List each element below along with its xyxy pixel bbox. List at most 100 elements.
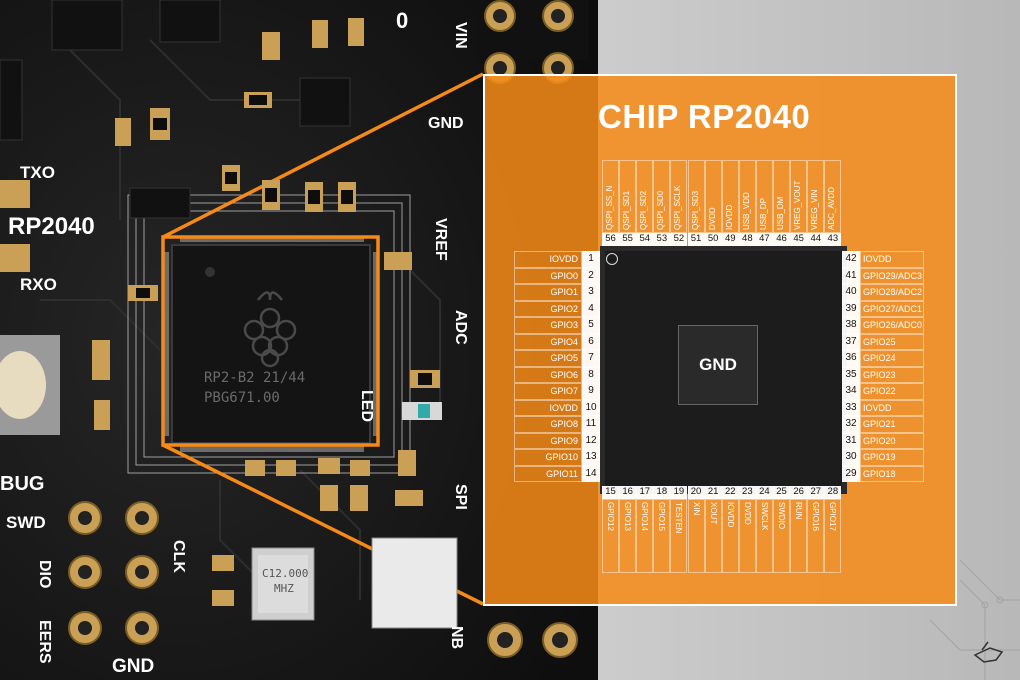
pin-number-right: 40: [845, 286, 857, 297]
pin-num-cell-left: [582, 251, 600, 268]
pin-cell-right: [860, 416, 924, 433]
pin-cell-left: [514, 317, 582, 334]
pin-name-left: GPIO10: [545, 452, 578, 462]
chip-marking-line2: PBG671.00: [204, 390, 280, 406]
pin-cell-left: [514, 284, 582, 301]
pin-name-left: GPIO3: [550, 320, 578, 330]
pin-num-cell-left: [582, 300, 600, 317]
pin-name-left: GPIO0: [550, 270, 578, 281]
pin-cell-right: [860, 399, 924, 416]
pin-cell-top: [704, 160, 722, 233]
board-label-rp2040: RP2040: [8, 213, 95, 240]
pin-name-top: ADC_AVDD: [827, 187, 837, 230]
pin-cell-right: [860, 333, 924, 350]
pin-name-right: GPIO27/ADC1: [863, 303, 923, 314]
pin-number-bottom: 18: [656, 486, 668, 497]
pin-cell-bottom: [653, 499, 671, 573]
pin-num-cell-left: [582, 383, 600, 400]
pin-name-bottom: RUN: [794, 502, 804, 520]
pin-cell-top: [619, 160, 637, 233]
pin-number-left: 6: [588, 335, 594, 347]
pin-cell-left: [514, 416, 582, 433]
pin-number-left: 2: [588, 269, 594, 281]
pin-number-top: 47: [759, 233, 770, 244]
pin-name-bottom: XIN: [691, 502, 701, 516]
pin-name-right: GPIO24: [863, 353, 896, 363]
pin-name-left: GPIO11: [546, 468, 578, 479]
pin-num-cell-top: [704, 233, 722, 246]
pin-num-cell-top: [790, 233, 808, 246]
pin-cell-bottom: [619, 499, 637, 573]
pin-number-right: 36: [845, 352, 857, 363]
pin-number-top: 53: [656, 233, 668, 244]
pin-name-left: GPIO7: [550, 386, 578, 396]
pin-name-left: GPIO1: [550, 287, 578, 297]
pin-number-bottom: 22: [724, 486, 736, 497]
pin-number-bottom: 27: [810, 486, 822, 497]
pin-name-bottom: TESTEN: [674, 502, 684, 534]
pin-num-cell-bottom: [602, 486, 620, 499]
pin-num-cell-right: [842, 251, 860, 268]
board-label-adc: ADC: [452, 310, 469, 345]
pin-number-top: 54: [639, 233, 651, 244]
pin-cell-right: [860, 432, 924, 449]
pin-name-left: IOVDD: [549, 254, 578, 264]
pin-name-top: USB_DP: [758, 197, 768, 230]
pin-cell-bottom: [687, 499, 705, 573]
board-label-vref: VREF: [432, 218, 449, 261]
pin-num-cell-top: [807, 233, 825, 246]
crystal-marking-line1: C12.000: [262, 567, 308, 580]
pin-cell-right: [860, 267, 924, 284]
board-chip: [163, 236, 379, 452]
pin-num-cell-top: [619, 233, 637, 246]
pin-cell-top: [670, 160, 688, 233]
pin-cell-left: [514, 251, 582, 268]
pin-cell-right: [860, 465, 924, 482]
pin-num-cell-bottom: [755, 486, 773, 499]
board-label-spi: SPI: [452, 484, 469, 510]
pin-number-right: 33: [845, 401, 857, 413]
ground-pad-label: GND: [699, 355, 737, 374]
pin-num-cell-top: [755, 233, 773, 246]
pin-name-bottom: SWCLK: [759, 502, 769, 531]
pin-name-right: GPIO25: [863, 336, 896, 347]
pinout-title: CHIP RP2040: [598, 98, 811, 135]
pin-num-cell-bottom: [619, 486, 637, 499]
pin-number-left: 7: [588, 352, 594, 363]
pin-num-cell-right: [842, 267, 860, 284]
pin-name-bottom: DVDD: [742, 502, 752, 525]
pin-name-top: VREG_VOUT: [793, 180, 803, 230]
chip-marking-line1: RP2-B2 21/44: [204, 370, 305, 386]
pin-num-cell-left: [582, 399, 600, 416]
pin-cell-right: [860, 284, 924, 301]
pin-cell-left: [514, 383, 582, 400]
pin-num-cell-bottom: [687, 486, 705, 499]
pin-num-cell-bottom: [721, 486, 739, 499]
pin-name-left: GPIO6: [550, 369, 578, 380]
pin-number-bottom: 21: [707, 486, 719, 497]
pin-name-left: GPIO8: [550, 419, 578, 429]
pin-number-top: 52: [673, 233, 685, 244]
pin-number-right: 41: [845, 269, 857, 281]
pin-name-bottom: GPIO17: [828, 502, 838, 531]
pin-number-bottom: 28: [827, 486, 839, 497]
pin-number-left: 14: [585, 467, 597, 479]
pin-num-cell-right: [842, 300, 860, 317]
pin-number-right: 39: [845, 302, 857, 314]
pin-cell-bottom: [738, 499, 756, 573]
pin-cell-left: [514, 432, 582, 449]
pin-cell-right: [860, 350, 924, 367]
pin-cell-bottom: [602, 499, 620, 573]
pin-number-bottom: 20: [690, 486, 702, 497]
pin-number-bottom: 17: [639, 486, 651, 497]
pin-num-cell-left: [582, 317, 600, 334]
pin-name-top: VREG_VIN: [810, 189, 820, 230]
pin-name-right: GPIO26/ADC0: [863, 320, 923, 330]
board-label-swd: SWD: [6, 513, 46, 532]
pin-num-cell-bottom: [824, 486, 842, 499]
pin-name-right: GPIO18: [863, 468, 896, 479]
pin-num-cell-left: [582, 465, 600, 482]
pin-num-cell-right: [842, 416, 860, 433]
pin-num-cell-left: [582, 432, 600, 449]
pin-num-cell-left: [582, 267, 600, 284]
